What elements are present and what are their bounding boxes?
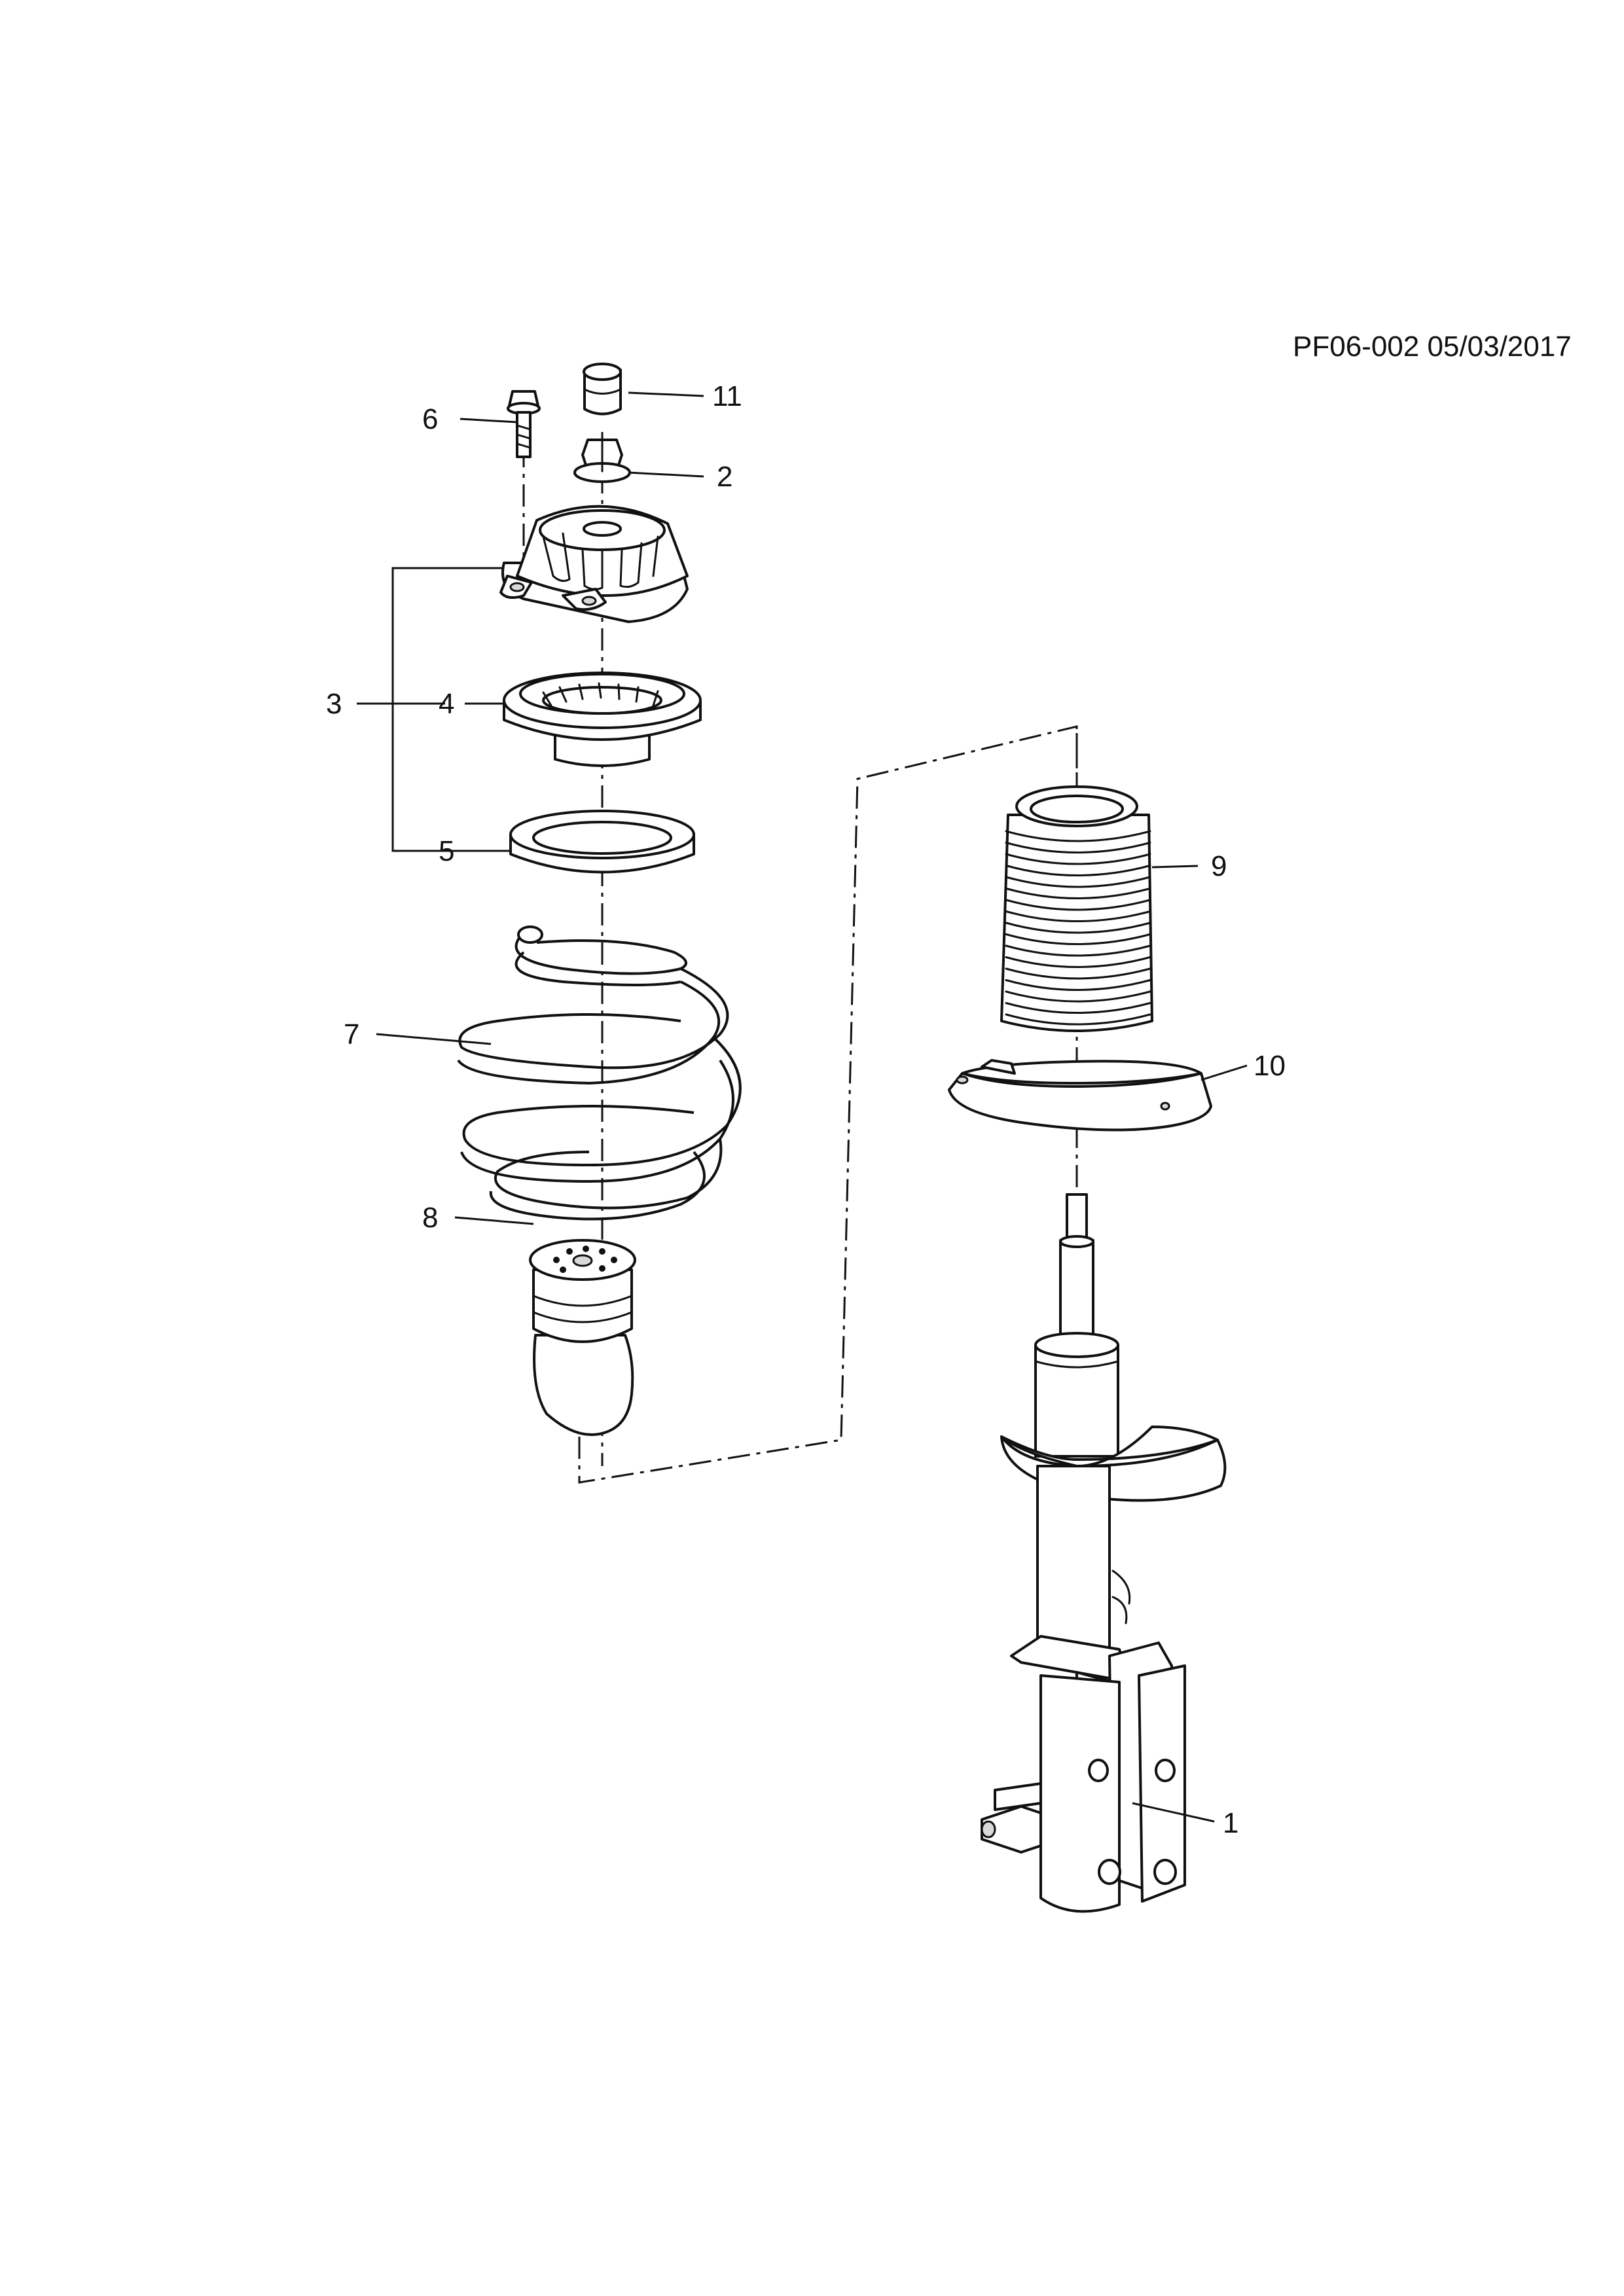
- boot-rib: [1005, 1013, 1151, 1026]
- boot-rib: [1005, 899, 1151, 911]
- callout-6: 6: [422, 403, 438, 435]
- boot-rib: [1005, 853, 1151, 865]
- callout-8: 8: [422, 1202, 438, 1234]
- callout-2: 2: [717, 461, 732, 493]
- callout-7: 7: [344, 1018, 359, 1050]
- callout-3: 3: [326, 688, 342, 720]
- part-6-bolt: [507, 390, 541, 458]
- leader-lines: [357, 391, 1248, 1823]
- boot-rib: [1005, 956, 1151, 968]
- boot-rib: [1005, 967, 1151, 980]
- callout-5: 5: [439, 835, 454, 867]
- boot-rib: [1005, 830, 1151, 842]
- part-10-lower-spring-insulator: [948, 1059, 1212, 1132]
- part-5-upper-spring-seat: [509, 810, 695, 874]
- boot-rib: [1005, 922, 1151, 934]
- callout-11: 11: [712, 380, 742, 412]
- boot-rib: [1005, 842, 1151, 853]
- diagram-reference: PF06-002 05/03/2017: [1293, 331, 1572, 363]
- part-11-dust-cap: [583, 363, 622, 416]
- boot-rib: [1005, 876, 1151, 888]
- part-7-coil-spring: [457, 925, 742, 1221]
- callout-4: 4: [439, 688, 454, 720]
- callout-labels: 11 2 6 3 4 5 7 8 9 10 1: [326, 380, 1286, 1839]
- part-4-strut-bearing: [503, 672, 702, 767]
- boot-rib: [1005, 933, 1151, 945]
- part-2-nut: [573, 439, 631, 483]
- callout-1: 1: [1223, 1807, 1238, 1839]
- boot-rib: [1005, 865, 1151, 876]
- boot-rib: [1005, 888, 1151, 899]
- boot-rib: [1005, 944, 1151, 957]
- boot-rib: [1005, 990, 1151, 1003]
- boot-rib: [1005, 910, 1151, 922]
- boot-rib: [1005, 1002, 1151, 1014]
- group-bracket-3: [391, 567, 505, 852]
- part-3-strut-top-mount: [499, 505, 689, 623]
- callout-9: 9: [1211, 850, 1227, 882]
- part-8-bump-stop: [529, 1239, 636, 1436]
- part-1-strut-assembly: [981, 1193, 1227, 1913]
- callout-10: 10: [1254, 1050, 1286, 1082]
- part-9-dust-boot: [1000, 785, 1153, 1032]
- boot-rib: [1005, 979, 1151, 991]
